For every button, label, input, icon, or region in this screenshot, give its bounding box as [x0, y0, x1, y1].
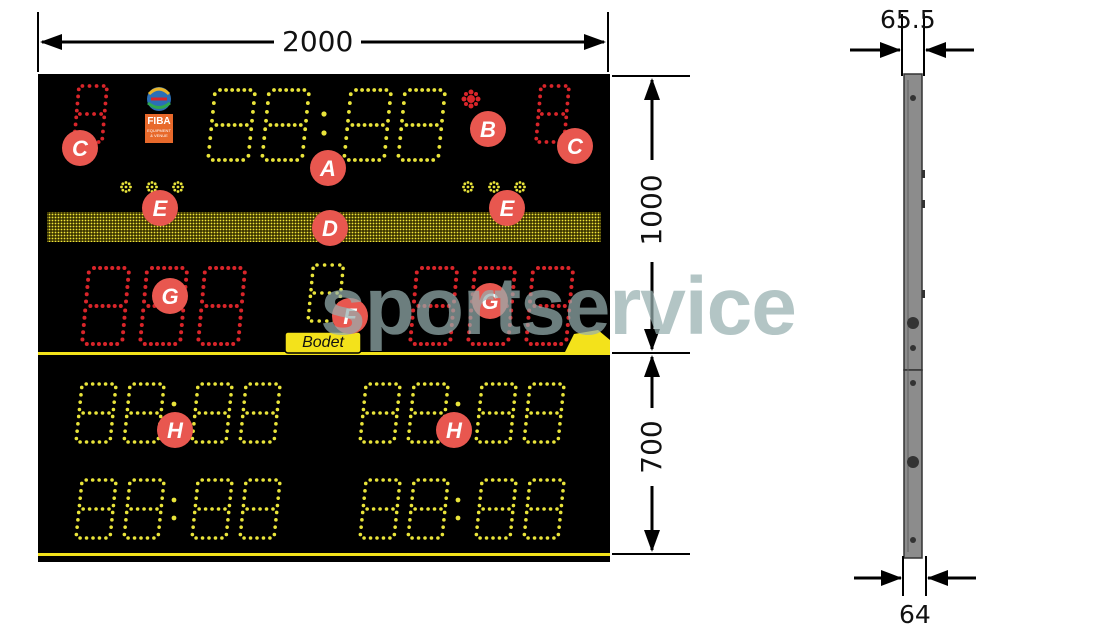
guest-score-digit-3	[524, 266, 575, 346]
timer-right-row2-digit-2	[406, 478, 450, 540]
home-score-digit-1	[80, 266, 131, 346]
game-clock-colon	[321, 111, 327, 136]
fiba-logo-subtext: EQUIPMENT & VENUE	[147, 128, 171, 138]
callout-e-1: E	[142, 190, 178, 226]
callout-g-1: G	[152, 278, 188, 314]
callout-markers: A B C C D E E F G G H H	[62, 111, 593, 448]
divider-line-lower	[38, 553, 610, 556]
game-clock-digit-3	[342, 88, 393, 162]
lower-height-label: 700	[635, 419, 668, 475]
timer-left-row2-digit-1	[74, 478, 118, 540]
width-label: 2000	[274, 28, 362, 56]
side-profile	[903, 73, 925, 559]
guest-score-digit-2	[466, 266, 517, 346]
timer-right-row2-colon	[455, 497, 461, 521]
svg-text:E: E	[500, 196, 516, 221]
timer-right-row1-digit-1	[358, 382, 402, 444]
bodet-accent-tab	[565, 330, 610, 352]
callout-d-1: D	[312, 210, 348, 246]
svg-text:D: D	[322, 216, 338, 241]
callout-b-1: B	[470, 111, 506, 147]
timer-left-row1-digit-3	[190, 382, 234, 444]
fiba-logo-text: FIBA	[147, 116, 171, 127]
home-score-digit-3	[196, 266, 247, 346]
horn-icon	[461, 89, 481, 109]
callout-g-2: G	[472, 283, 508, 319]
bonus-lamp-left-2	[146, 181, 158, 193]
bonus-lamp-left-3	[172, 181, 184, 193]
timer-left-row2-digit-4	[238, 478, 282, 540]
bonus-lamps	[120, 181, 526, 193]
bottom-depth-label: 64	[899, 600, 931, 629]
timer-left-row1-digit-2	[122, 382, 166, 444]
top-depth-label: 65.5	[880, 5, 936, 34]
timer-right-row2-digit-4	[522, 478, 566, 540]
timer-left-row2-colon	[171, 497, 177, 521]
bonus-lamp-right-2	[488, 181, 500, 193]
game-clock-digit-2	[260, 88, 311, 162]
callout-e-2: E	[489, 190, 525, 226]
fiba-logo	[145, 87, 173, 143]
callout-c-1: C	[62, 130, 98, 166]
bottom-depth-dimension	[854, 556, 976, 596]
bodet-logo-text: Bodet	[302, 334, 344, 351]
timer-right-row1-digit-3	[474, 382, 518, 444]
game-clock-digit-1	[206, 88, 257, 162]
timer-left-row1-digit-4	[238, 382, 282, 444]
callout-h-2: H	[436, 412, 472, 448]
bonus-lamp-right-1	[462, 181, 474, 193]
height-dimensions	[612, 75, 690, 555]
timer-right-row1-digit-4	[522, 382, 566, 444]
bonus-lamp-left-1	[120, 181, 132, 193]
game-clock-digit-4	[396, 88, 447, 162]
svg-text:H: H	[167, 418, 184, 443]
callout-a-1: A	[310, 150, 346, 186]
svg-text:F: F	[343, 304, 357, 329]
svg-text:C: C	[567, 134, 584, 159]
upper-height-label: 1000	[635, 174, 668, 246]
callout-c-2: C	[557, 128, 593, 164]
bodet-logo-box	[284, 331, 362, 354]
svg-text:G: G	[161, 284, 178, 309]
svg-text:E: E	[153, 196, 169, 221]
svg-text:A: A	[319, 156, 336, 181]
timer-left-row2-digit-2	[122, 478, 166, 540]
svg-text:G: G	[481, 289, 498, 314]
top-depth-dimension	[850, 14, 974, 76]
callout-f-1: F	[332, 298, 368, 334]
bonus-lamp-right-3	[514, 181, 526, 193]
timer-left-row1-digit-1	[74, 382, 118, 444]
period-number-digit	[306, 263, 345, 323]
svg-text:H: H	[446, 418, 463, 443]
seven-segment-digits	[72, 84, 575, 540]
timer-right-row2-digit-1	[358, 478, 402, 540]
timer-left-row2-digit-3	[190, 478, 234, 540]
svg-text:C: C	[72, 136, 89, 161]
guest-score-digit-1	[408, 266, 459, 346]
timer-right-row2-digit-3	[474, 478, 518, 540]
svg-text:B: B	[480, 117, 496, 142]
callout-h-1: H	[157, 412, 193, 448]
